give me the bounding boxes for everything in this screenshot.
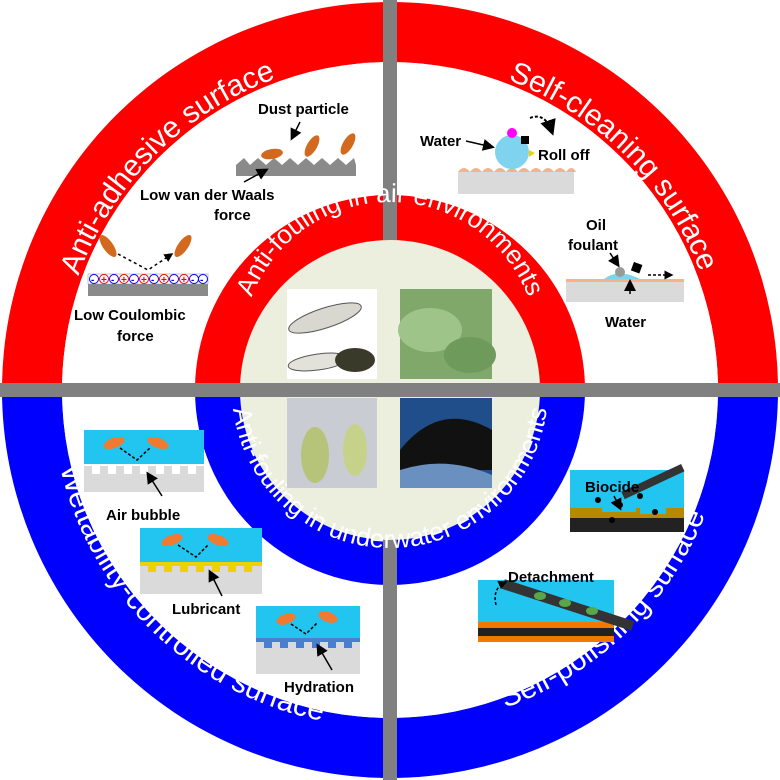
water-droplet — [495, 135, 529, 169]
label-detachment: Detachment — [508, 569, 594, 586]
label-oil-2: foulant — [568, 237, 618, 254]
label-water: Water — [420, 133, 461, 150]
svg-text:+: + — [181, 275, 187, 286]
svg-text:-: - — [151, 275, 154, 286]
pitcher-plant-image — [287, 398, 377, 488]
svg-text:+: + — [161, 275, 167, 286]
label-dust-particle: Dust particle — [258, 101, 349, 118]
svg-text:-: - — [131, 275, 134, 286]
ring-top-half — [2, 2, 778, 390]
svg-text:-: - — [171, 275, 174, 286]
pilot-whale-image — [400, 398, 492, 488]
svg-text:+: + — [121, 275, 127, 286]
svg-text:+: + — [101, 275, 107, 286]
label-hydration: Hydration — [284, 679, 354, 696]
svg-text:-: - — [200, 275, 203, 286]
ring-bottom-half — [2, 390, 778, 778]
bumpy-substrate — [458, 172, 574, 194]
label-air-bubble: Air bubble — [106, 507, 180, 524]
self-polishing-illustration: Biocide Detachment — [478, 464, 685, 642]
anti-adhesive-illustration: Dust particle Low van der Waals force - … — [74, 101, 356, 345]
svg-text:-: - — [111, 275, 114, 286]
self-cleaning-illustration: Water Roll off Oil foulant Water — [420, 115, 684, 331]
label-roll-off: Roll off — [538, 147, 591, 164]
wettability-illustration: Air bubble Lubricant Hydration — [84, 430, 360, 696]
label-oil-1: Oil — [586, 217, 606, 234]
flat-substrate — [566, 282, 684, 302]
label-biocide: Biocide — [585, 479, 639, 496]
label-low-vdw-1: Low van der Waals — [140, 187, 274, 204]
svg-text:-: - — [191, 275, 194, 286]
label-low-coulombic-2: force — [117, 328, 154, 345]
label-low-vdw-2: force — [214, 207, 251, 224]
label-water-2: Water — [605, 314, 646, 331]
label-lubricant: Lubricant — [172, 601, 240, 618]
label-low-coulombic-1: Low Coulombic — [74, 307, 186, 324]
cicada-wing-image — [287, 289, 377, 379]
svg-text:+: + — [141, 275, 147, 286]
lotus-leaf-image — [398, 289, 496, 379]
center-photos — [287, 289, 496, 488]
svg-text:-: - — [91, 275, 94, 286]
